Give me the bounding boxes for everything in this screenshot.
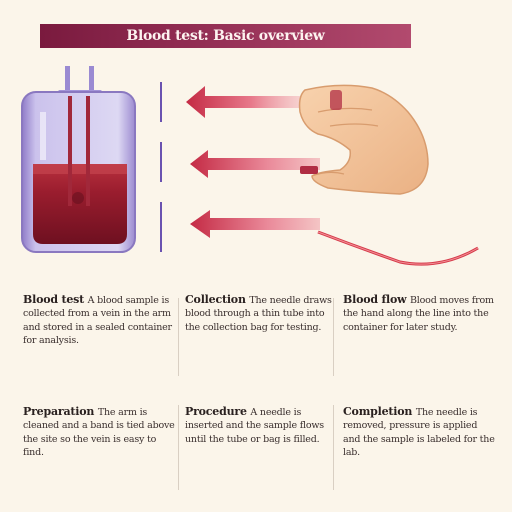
column-heading: Completion <box>343 405 416 418</box>
text-column: Blood test A blood sample is collected f… <box>23 293 175 373</box>
text-column: Completion The needle is removed, pressu… <box>343 405 495 490</box>
column-divider <box>178 298 179 376</box>
left-arrow-icon <box>190 210 320 238</box>
blood-bag-icon <box>22 66 135 252</box>
column-heading: Collection <box>185 293 249 306</box>
diagram-title: Blood test: Basic overview <box>126 28 324 44</box>
column-heading: Preparation <box>23 405 98 418</box>
column-heading: Blood test <box>23 293 88 306</box>
illustration <box>0 52 512 292</box>
text-column: Blood flow Blood moves from the hand alo… <box>343 293 495 373</box>
text-column: Collection The needle draws blood throug… <box>185 293 337 373</box>
hand-icon <box>300 85 428 194</box>
left-arrow-icon <box>190 150 320 178</box>
text-column: Preparation The arm is cleaned and a ban… <box>23 405 175 490</box>
blood-line-icon <box>318 232 478 264</box>
text-column: Procedure A needle is inserted and the s… <box>185 405 337 490</box>
column-divider <box>178 405 179 490</box>
column-heading: Blood flow <box>343 293 410 306</box>
title-banner: Blood test: Basic overview <box>40 24 411 48</box>
column-heading: Procedure <box>185 405 250 418</box>
